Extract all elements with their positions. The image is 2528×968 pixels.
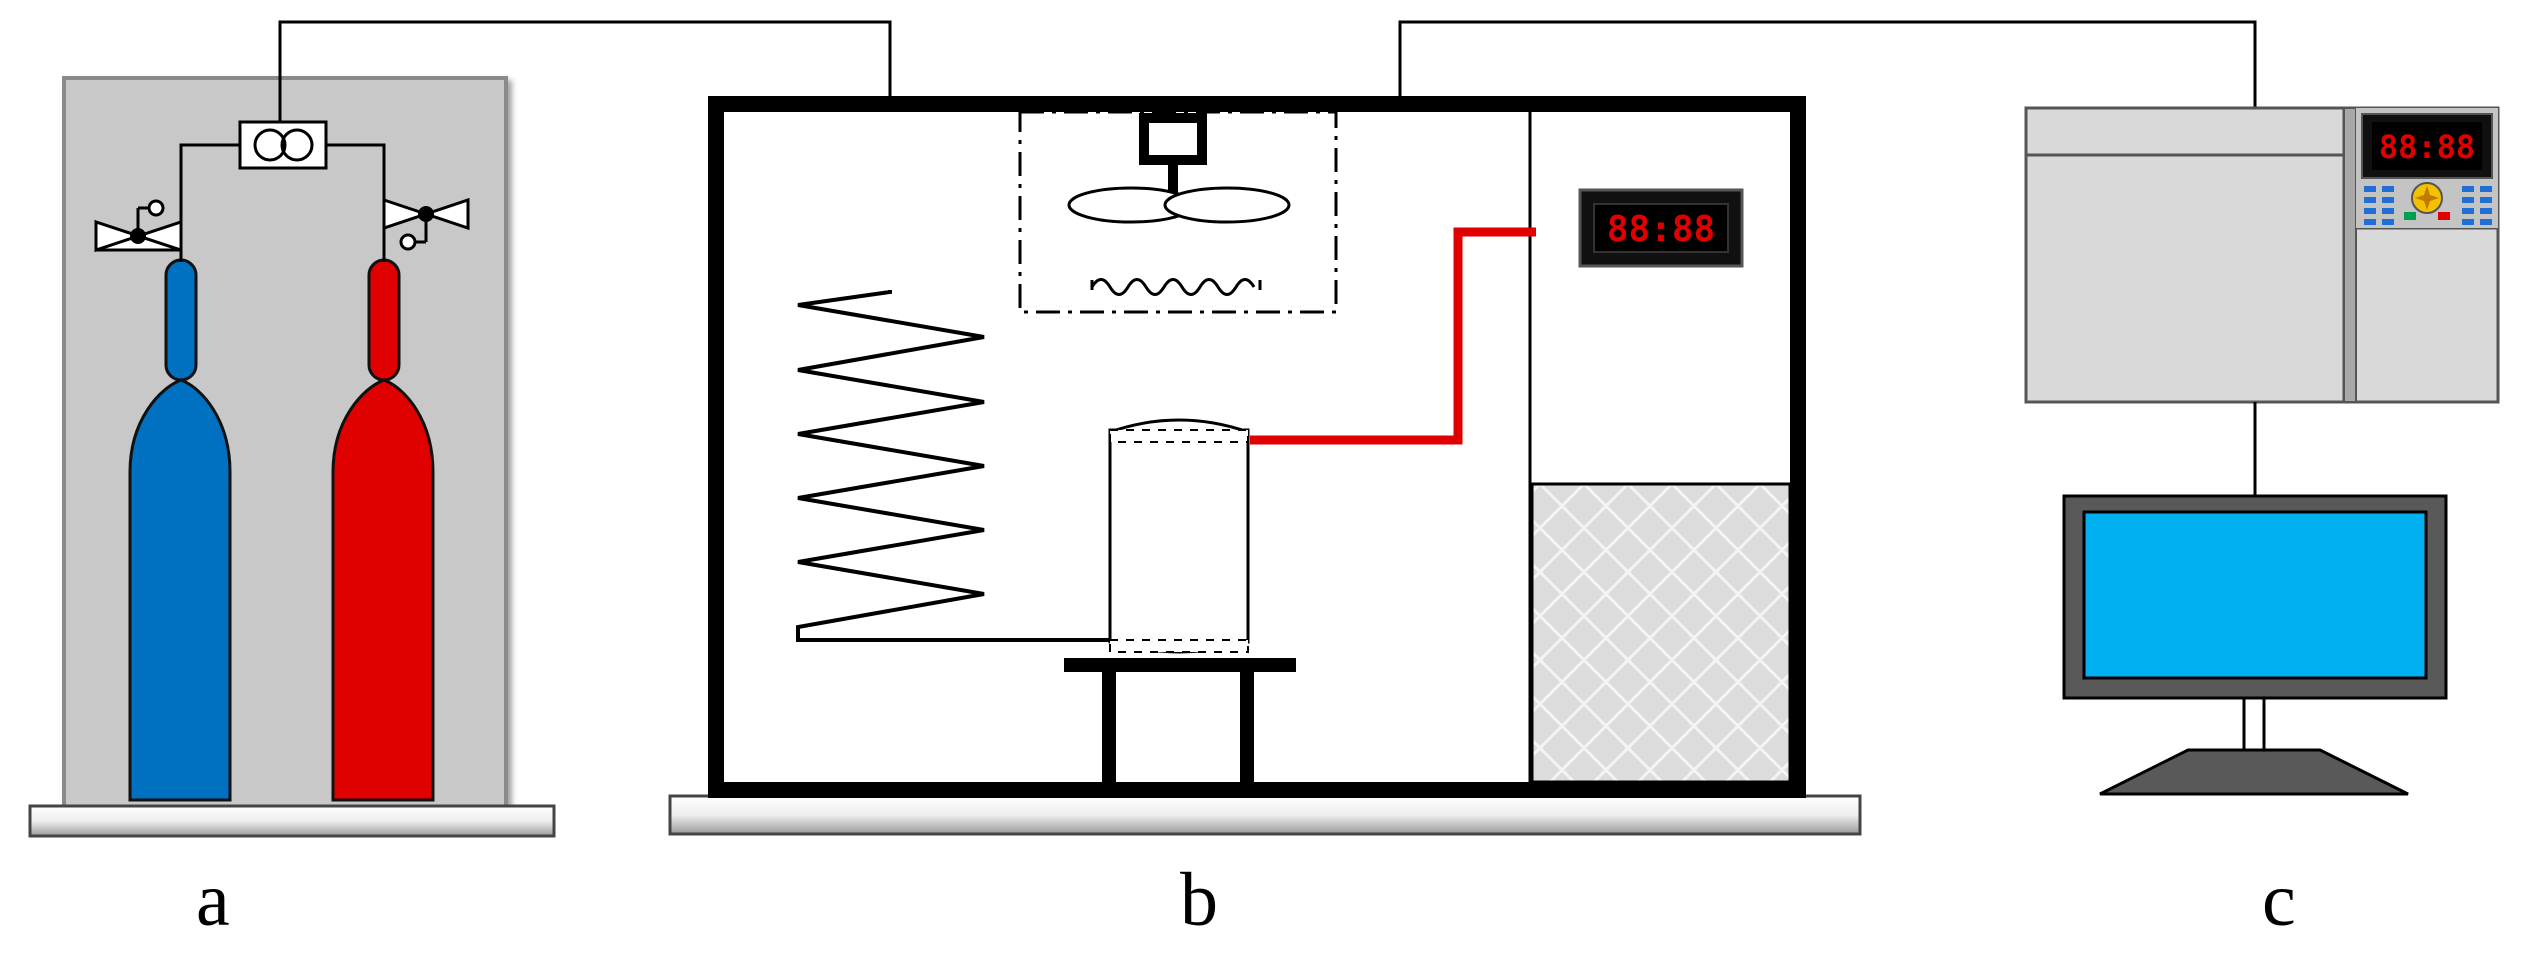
fan-enclosure [1018, 110, 1338, 314]
computer-monitor [2062, 494, 2448, 796]
insulation-block [1530, 482, 1792, 784]
heating-wire [1250, 227, 1536, 445]
digital-display-icon: 88:88 [2361, 113, 2493, 179]
gas-supply-unit [28, 76, 556, 838]
pressure-regulator-icon [238, 120, 328, 170]
heater-element-icon [1090, 278, 1262, 296]
sample-vessel [1108, 418, 1250, 654]
valve-icon [94, 199, 183, 253]
monitor-screen [2082, 510, 2428, 680]
digital-display-icon: 88:88 [1578, 188, 1744, 268]
instrument-readout: 88:88 [2379, 128, 2475, 166]
chamber-readout: 88:88 [1607, 209, 1715, 250]
analyzer-body [2024, 106, 2346, 404]
fan-icon [1067, 113, 1291, 224]
heat-exchange-coil [796, 290, 1112, 642]
valve-icon [382, 197, 470, 251]
gas-cylinder-blue [128, 258, 232, 802]
gas-shelf [28, 804, 556, 838]
label-chamber: b [1180, 858, 1218, 942]
environmental-chamber: 88:88 [668, 96, 1862, 836]
analysis-unit: 88:88 [2024, 106, 2500, 796]
label-analyzer: c [2262, 858, 2296, 942]
sample-stand [1064, 658, 1296, 790]
label-gas-supply: a [196, 858, 230, 942]
chamber-shelf [668, 794, 1862, 836]
analyzer-buttons [2364, 182, 2492, 225]
